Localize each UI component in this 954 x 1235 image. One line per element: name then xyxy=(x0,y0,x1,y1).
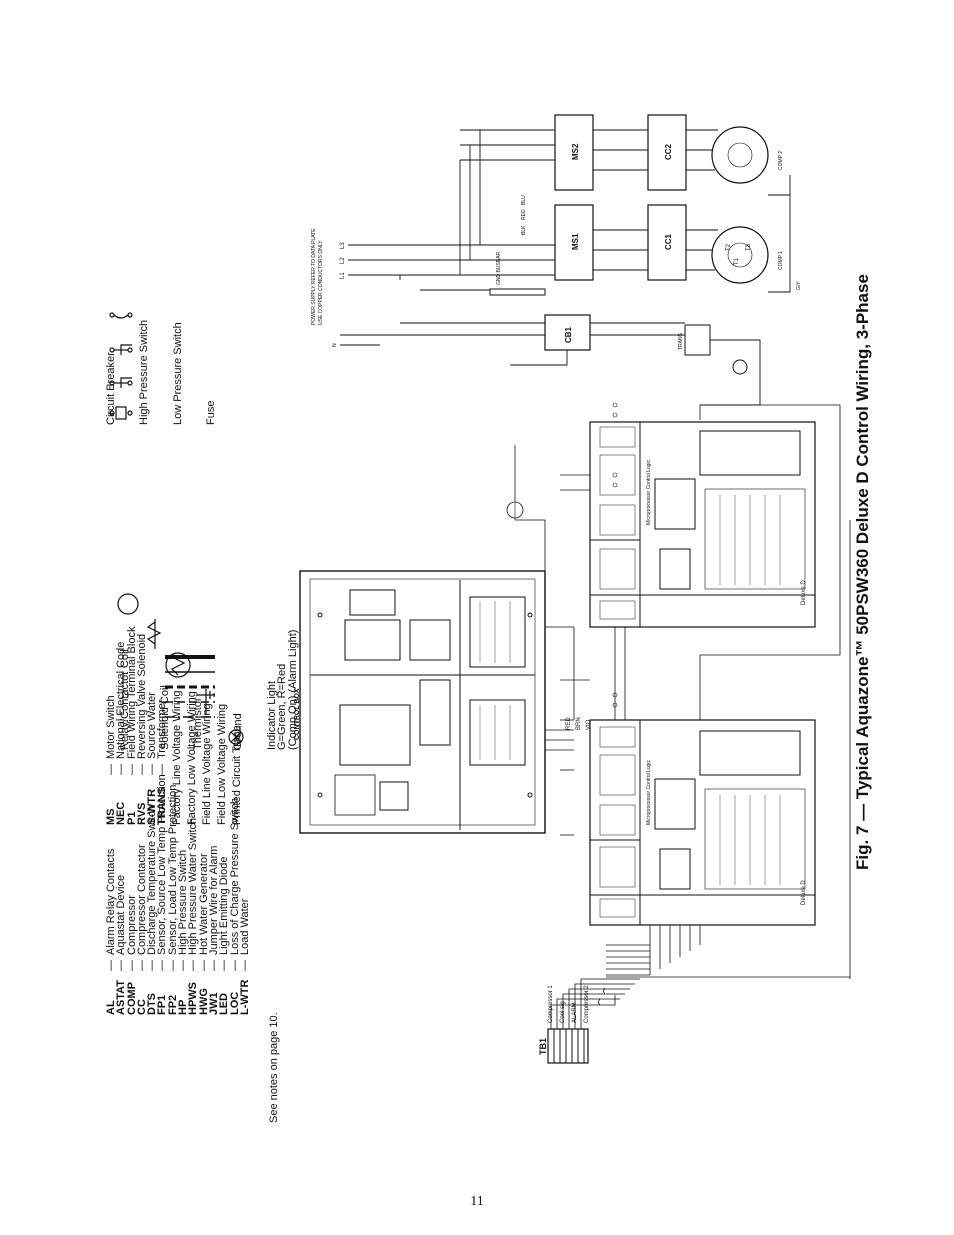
symbol-label: High Pressure Switch xyxy=(138,319,151,425)
busbar-label: GND BUSBAR xyxy=(496,252,502,285)
wiring-line-samples xyxy=(165,655,215,718)
symbol-label: Circuit Breaker xyxy=(105,352,117,425)
power-supply-label: POWER SUPPLY REFER TO DATA PLATE xyxy=(311,228,317,325)
cc1-label: CC1 xyxy=(664,233,673,250)
symbol-label: Relay/Contactor Coil xyxy=(119,649,131,750)
symbols-column-1: Relay/Contactor Coil Solenoid Coil Thermis… xyxy=(119,629,299,750)
terminal-block-tb1 xyxy=(547,1028,589,1064)
deluxe-a-label: Deluxe D xyxy=(801,880,807,905)
wire-vio-label: VIO xyxy=(586,719,592,730)
figure-caption: Fig. 7 — Typical Aquazone™ 50PSW360 Delu… xyxy=(853,274,872,870)
t3-label: T3 xyxy=(746,243,752,251)
control-board-b xyxy=(589,421,816,628)
symbol-label: Ground xyxy=(231,713,244,750)
ms2-label: MS2 xyxy=(571,143,580,160)
legend-desc: Load Water xyxy=(238,898,251,955)
symbols-column-2: Circuit Breaker High Pressure Switch Low P… xyxy=(105,319,239,425)
l1-label: L1 xyxy=(340,272,346,279)
comp2-text: Compressor 2 xyxy=(584,985,590,1023)
legend-abbr: L-WTR xyxy=(238,979,251,1015)
comp1-label: COMP 1 xyxy=(778,251,784,270)
symbol-label: Fuse xyxy=(204,400,217,425)
blu-label: BLU xyxy=(521,195,527,205)
micro-a-label: Microprocessor Control Logic xyxy=(646,759,652,825)
control-box-label: CONTROL BOX xyxy=(294,688,301,740)
tb1-label: TB1 xyxy=(538,1038,548,1055)
control-board-a xyxy=(589,719,816,926)
t1-label: T1 xyxy=(734,257,740,265)
alarm-text: ALARM xyxy=(572,1002,578,1023)
comp2-label: COMP 2 xyxy=(778,151,784,170)
cb1-label: CB1 xyxy=(564,326,573,343)
blk-label: BLK xyxy=(521,225,527,235)
wire-red-label: RED xyxy=(566,717,572,730)
symbol-label: Thermistor xyxy=(191,697,204,750)
symbol-label: Low Pressure Switch xyxy=(171,322,184,425)
see-notes: See notes on page 10. xyxy=(268,1012,280,1123)
control-box xyxy=(299,570,546,834)
legend-symbols-1 xyxy=(117,593,244,745)
neutral-label: N xyxy=(332,343,338,347)
l3-label: L3 xyxy=(340,242,346,249)
legend-dash: — xyxy=(156,764,169,775)
t2-label: T2 xyxy=(726,243,732,251)
ms1-label: MS1 xyxy=(571,233,580,250)
l2-label: L2 xyxy=(340,257,346,264)
power-section xyxy=(489,114,769,375)
red-label: RED xyxy=(521,209,527,220)
legend-abbr: TRANS xyxy=(156,787,169,825)
cc2-label: CC2 xyxy=(664,143,673,160)
cool-sig-text: Cool sig xyxy=(560,1001,566,1023)
symbol-label: Solenoid Coil xyxy=(159,685,172,750)
copper-label: USE COPPER CONDUCTORS ONLY xyxy=(318,240,324,325)
legend-dash: — xyxy=(238,960,251,971)
gy-label: G/Y xyxy=(796,281,802,290)
wire-brn-label: BRN xyxy=(576,717,582,730)
comp1-text: Compressor 1 xyxy=(548,985,554,1023)
deluxe-b-label: Deluxe D xyxy=(801,580,807,605)
trans-label: TRANS xyxy=(678,332,684,350)
page-number: 11 xyxy=(470,1194,484,1209)
micro-b-label: Microprocessor Control Logic xyxy=(646,459,652,525)
legend-symbols-2 xyxy=(109,312,133,420)
indicator-note-2: (Comp On) (Alarm Light) xyxy=(286,629,299,750)
